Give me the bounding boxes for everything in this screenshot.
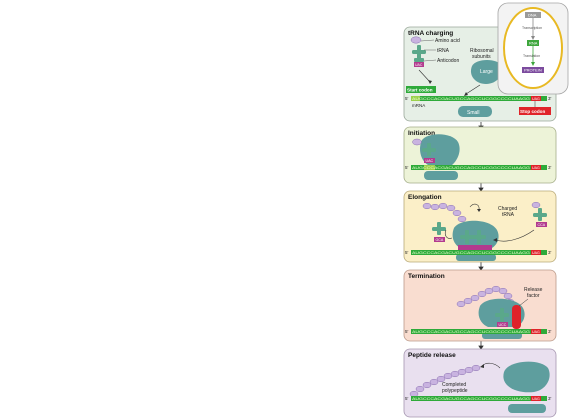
label-charged-trna-1: Charged — [498, 206, 517, 212]
stop-code-1: UAG — [532, 97, 540, 101]
elongation-code-right: CCA — [538, 223, 546, 227]
label-completed-1: Completed — [442, 382, 466, 388]
label-small: Small — [467, 110, 480, 116]
mrna-strand-1 — [411, 96, 547, 101]
mrna-strand-5 — [411, 396, 547, 401]
three-prime-5: 3' — [548, 396, 552, 401]
three-prime-2: 3' — [548, 165, 552, 170]
five-prime-1: 5' — [405, 96, 409, 101]
elongation-code-left: GCA — [436, 238, 444, 242]
label-anticodon: Anticodon — [437, 58, 459, 64]
mrna-sequence-5: AUGCCCACGACUGCCAGCCUCGGCCCCUAAGG — [412, 397, 530, 401]
three-prime-1: 3' — [548, 96, 552, 101]
stop-code-3: UAG — [532, 251, 540, 255]
inset-dna: DNA — [528, 13, 537, 18]
panel-title-peptide-release: Peptide release — [408, 352, 456, 359]
panel-elongation: Elongation GCA CCA Charged tRNA — [403, 190, 557, 263]
start-codon-label — [406, 86, 436, 93]
inset-rna: RNA — [529, 41, 538, 46]
mrna-sequence-3: AUGCCCACGACUGCCAGCCUCGGCCCCUAAGG — [412, 251, 530, 255]
panel-title-trna-charging: tRNA charging — [408, 30, 453, 37]
label-completed-2: polypeptide — [442, 388, 468, 394]
anticodon-code: UAC — [415, 63, 423, 67]
three-prime-4: 3' — [548, 329, 552, 334]
anticodon-box — [414, 62, 424, 67]
large-subunit-icon — [503, 361, 550, 393]
label-charged-trna-2: tRNA — [502, 212, 515, 218]
start-highlight-1 — [411, 96, 420, 101]
inset-rna-box — [527, 40, 539, 46]
mrna-strand-3 — [411, 250, 547, 255]
small-subunit-icon — [508, 404, 546, 413]
inset-transcription: Transcription — [522, 26, 542, 30]
start-codon-text: Start codon — [407, 88, 433, 93]
mrna-sequence-4: AUGCCCACGACUGCCAGCCUCGGCCCCUAAGG — [412, 330, 530, 334]
inset-protein-box — [522, 67, 544, 73]
stop-code-5: UAG — [532, 397, 540, 401]
small-subunit-icon — [458, 106, 492, 117]
large-subunit-icon — [470, 60, 503, 84]
inset-dna-box — [525, 12, 541, 18]
five-prime-2: 5' — [405, 165, 409, 170]
mrna-sequence-1: AUGCCCACGACUGCCAGCCUCGGCCCCUAAGG — [412, 97, 530, 101]
three-prime-3: 3' — [548, 250, 552, 255]
ribosome-icon — [420, 134, 460, 165]
label-release-1: Release — [524, 287, 543, 293]
label-release-2: factor — [527, 293, 540, 299]
label-large: Large — [480, 69, 493, 75]
mrna-sequence-2: AUGCCCACGACUGCCAGCCUCGGCCCCUAAGG — [412, 166, 530, 170]
trna-icon — [412, 45, 426, 62]
label-amino-acid: Amino acid — [435, 38, 460, 44]
stop-code-2: UAG — [532, 166, 540, 170]
panel-peptide-release: Peptide release Completed polypeptide 5'… — [403, 348, 557, 418]
five-prime-4: 5' — [405, 329, 409, 334]
panel-initiation: Initiation UAC 5' AUGCCCACGACUGCCAGCCUCG… — [403, 126, 557, 184]
mrna-strand-4 — [411, 329, 547, 334]
amino-acid-bead — [410, 36, 422, 44]
panel-termination: Termination UCC Release factor 5' AUGCCC… — [403, 269, 557, 342]
stop-codon-label — [519, 107, 551, 115]
mrna-strand-2 — [411, 165, 547, 170]
termination-code: UCC — [499, 323, 507, 327]
five-prime-5: 5' — [405, 396, 409, 401]
stop-codon-text: Stop codon — [520, 109, 545, 114]
five-prime-3: 5' — [405, 250, 409, 255]
label-ribosomal-subunits-1: Ribosomal — [470, 48, 494, 54]
completed-polypeptide — [409, 364, 481, 398]
label-mrna: mRNA — [412, 103, 425, 108]
panel-title-elongation: Elongation — [408, 194, 442, 201]
ribosome-icon — [452, 220, 499, 249]
panel-title-termination: Termination — [408, 273, 445, 280]
stop-code-4: UAG — [532, 330, 540, 334]
stop-codon-box-1 — [531, 96, 541, 101]
central-dogma-inset: DNA Transcription RNA Translation PROTEI… — [497, 2, 569, 95]
label-trna: tRNA — [437, 48, 450, 54]
panel-title-initiation: Initiation — [408, 130, 435, 137]
release-factor-icon — [512, 305, 521, 329]
inset-translation: Translation — [523, 54, 540, 58]
inset-protein: PROTEIN — [524, 68, 542, 73]
label-ribosomal-subunits-2: subunits — [472, 54, 491, 60]
initiation-anticodon: UAC — [426, 159, 434, 163]
